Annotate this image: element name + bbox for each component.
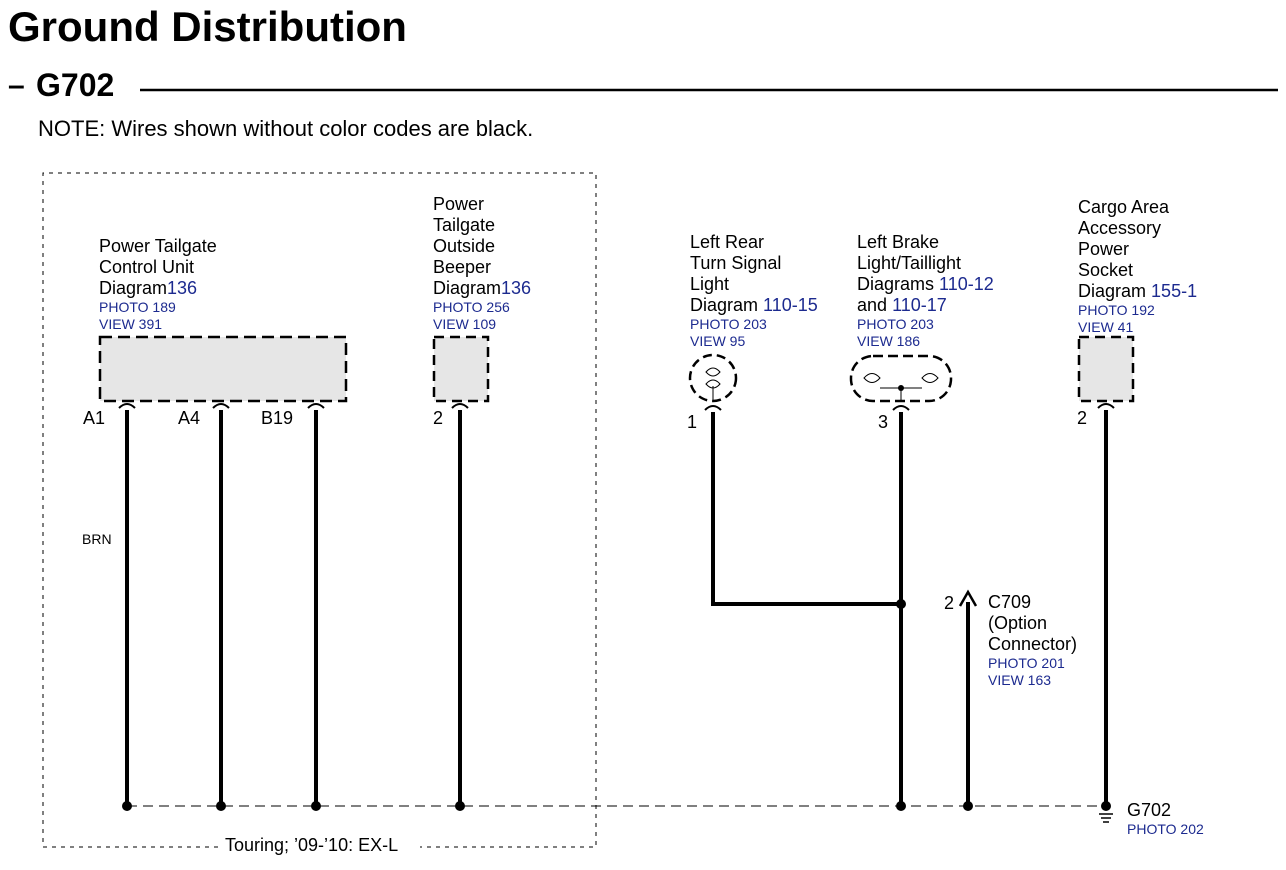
brake-light-label: Left Brake Light/Taillight Diagrams 110-…	[857, 232, 994, 316]
diagram-link-2[interactable]: 110-17	[892, 295, 947, 315]
beeper-name-line: Tailgate	[433, 215, 496, 235]
photo-link[interactable]: PHOTO 201	[988, 655, 1065, 671]
wires	[125, 410, 1108, 804]
c709-arrow-icon	[958, 589, 978, 607]
diagram-conj: and	[857, 295, 888, 315]
ground-name: G702	[1127, 800, 1172, 820]
pin-terminals	[118, 403, 1115, 411]
pin-label: 2	[433, 408, 444, 428]
photo-link[interactable]: PHOTO 256	[433, 299, 510, 315]
view-link[interactable]: VIEW 95	[690, 333, 746, 349]
note-text: NOTE: Wires shown without color codes ar…	[38, 116, 534, 141]
turn-signal-name-line: Left Rear	[690, 232, 765, 252]
view-link[interactable]: VIEW 109	[433, 316, 497, 332]
diagram-link[interactable]: 136	[167, 278, 198, 298]
diagram-prefix: Diagram	[1078, 281, 1147, 301]
photo-link[interactable]: PHOTO 203	[857, 316, 934, 332]
cargo-socket-name-line: Cargo Area	[1078, 197, 1170, 217]
splice-points	[122, 599, 1111, 811]
tailgate-unit-component[interactable]	[98, 335, 348, 403]
pin-label: 3	[878, 412, 889, 432]
c709-label: C709 (Option Connector)	[988, 592, 1077, 655]
turn-signal-bulb-icon[interactable]	[688, 353, 738, 403]
pin-label-a4: A4	[178, 408, 201, 428]
cargo-socket-component[interactable]	[1077, 335, 1135, 403]
cargo-socket-name-line: Power	[1078, 239, 1130, 259]
wire-turn-signal	[711, 412, 901, 606]
beeper-label: Power Tailgate Outside Beeper Diagram136	[433, 194, 531, 299]
cargo-socket-name-line: Accessory	[1078, 218, 1162, 238]
photo-link[interactable]: PHOTO 192	[1078, 302, 1155, 318]
photo-link[interactable]: PHOTO 202	[1127, 821, 1204, 837]
diagram-prefix: Diagram	[433, 278, 502, 298]
pin-label: 2	[1077, 408, 1088, 428]
c709-name: C709	[988, 592, 1032, 612]
tailgate-unit-label: Power Tailgate Control Unit Diagram136	[99, 236, 217, 299]
tailgate-unit-name-line: Power Tailgate	[99, 236, 217, 256]
c709-desc-line: (Option	[988, 613, 1048, 633]
beeper-name-line: Beeper	[433, 257, 492, 277]
section-title: G702	[36, 67, 115, 103]
wire-color-label: BRN	[82, 531, 112, 547]
beeper-name-line: Power	[433, 194, 485, 214]
view-link[interactable]: VIEW 163	[988, 672, 1052, 688]
diagram-link[interactable]: 110-12	[939, 274, 994, 294]
option-box-label: Touring; ’09-’10: EX-L	[225, 835, 399, 855]
brake-light-name-line: Light/Taillight	[857, 253, 962, 273]
diagram-link[interactable]: 136	[501, 278, 532, 298]
c709-desc-line: Connector)	[988, 634, 1078, 654]
photo-link[interactable]: PHOTO 189	[99, 299, 176, 315]
view-link[interactable]: VIEW 186	[857, 333, 921, 349]
turn-signal-name-line: Light	[690, 274, 730, 294]
view-link[interactable]: VIEW 41	[1078, 319, 1134, 335]
page-title: Ground Distribution	[8, 3, 407, 50]
beeper-component[interactable]	[432, 335, 490, 403]
view-link[interactable]: VIEW 391	[99, 316, 163, 332]
section-prefix: –	[8, 69, 25, 102]
photo-link[interactable]: PHOTO 203	[690, 316, 767, 332]
diagram-link[interactable]: 155-1	[1151, 281, 1198, 301]
brake-light-name-line: Left Brake	[857, 232, 940, 252]
diagram-link[interactable]: 110-15	[763, 295, 818, 315]
tailgate-unit-name-line: Control Unit	[99, 257, 195, 277]
turn-signal-name-line: Turn Signal	[690, 253, 782, 273]
cargo-socket-name-line: Socket	[1078, 260, 1134, 280]
pin-label-a1: A1	[83, 408, 106, 428]
turn-signal-label: Left Rear Turn Signal Light Diagram 110-…	[690, 232, 818, 316]
diagram-prefix: Diagram	[99, 278, 168, 298]
pin-label-b19: B19	[261, 408, 294, 428]
brake-light-bulb-icon[interactable]	[849, 354, 953, 403]
diagram-prefix: Diagrams	[857, 274, 935, 294]
pin-label: 1	[687, 412, 698, 432]
cargo-socket-label: Cargo Area Accessory Power Socket Diagra…	[1078, 197, 1197, 302]
option-boundary	[42, 172, 597, 848]
ground-symbol-icon	[1099, 813, 1113, 823]
beeper-name-line: Outside	[433, 236, 496, 256]
diagram-prefix: Diagram	[690, 295, 759, 315]
c709-pin-label: 2	[944, 593, 955, 613]
